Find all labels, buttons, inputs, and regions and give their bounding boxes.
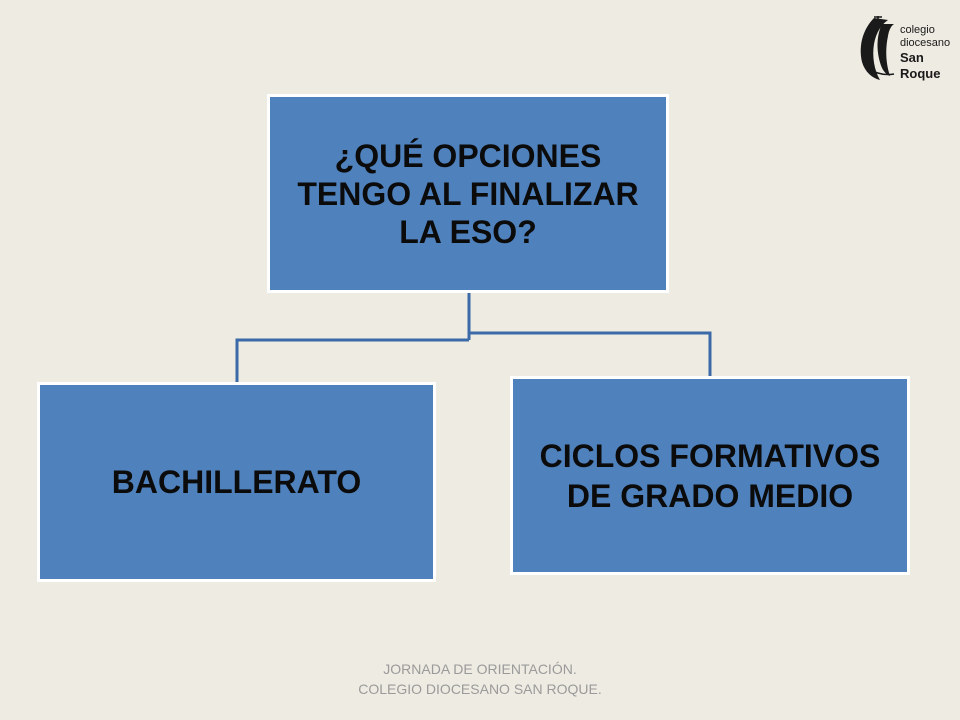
bachillerato-node-label: BACHILLERATO bbox=[111, 464, 362, 500]
school-logo: colegio diocesano San Roque bbox=[852, 14, 952, 82]
footer-line-colegio: COLEGIO DIOCESANO SAN ROQUE. bbox=[358, 681, 602, 697]
root-node-label: ¿QUÉ OPCIONES TENGO AL FINALIZAR LA ESO? bbox=[297, 137, 639, 250]
school-logo-text: colegio diocesano San Roque bbox=[900, 24, 952, 82]
school-crest-icon bbox=[860, 16, 895, 80]
bachillerato-node: BACHILLERATO bbox=[37, 382, 436, 582]
logo-line-diocesano: diocesano bbox=[900, 37, 951, 49]
connector-to-ciclos bbox=[469, 331, 712, 376]
root-node: ¿QUÉ OPCIONES TENGO AL FINALIZAR LA ESO? bbox=[267, 94, 669, 293]
footer-line-jornada: JORNADA DE ORIENTACIÓN. bbox=[383, 661, 577, 677]
logo-line-san-roque: San Roque bbox=[900, 50, 941, 81]
ciclos-formativos-node-label: CICLOS FORMATIVOS DE GRADO MEDIO bbox=[539, 437, 881, 514]
logo-line-colegio: colegio bbox=[900, 24, 935, 36]
connector-to-bachillerato bbox=[235, 338, 469, 382]
ciclos-formativos-node: CICLOS FORMATIVOS DE GRADO MEDIO bbox=[510, 376, 910, 575]
footer: JORNADA DE ORIENTACIÓN. COLEGIO DIOCESAN… bbox=[280, 659, 680, 699]
